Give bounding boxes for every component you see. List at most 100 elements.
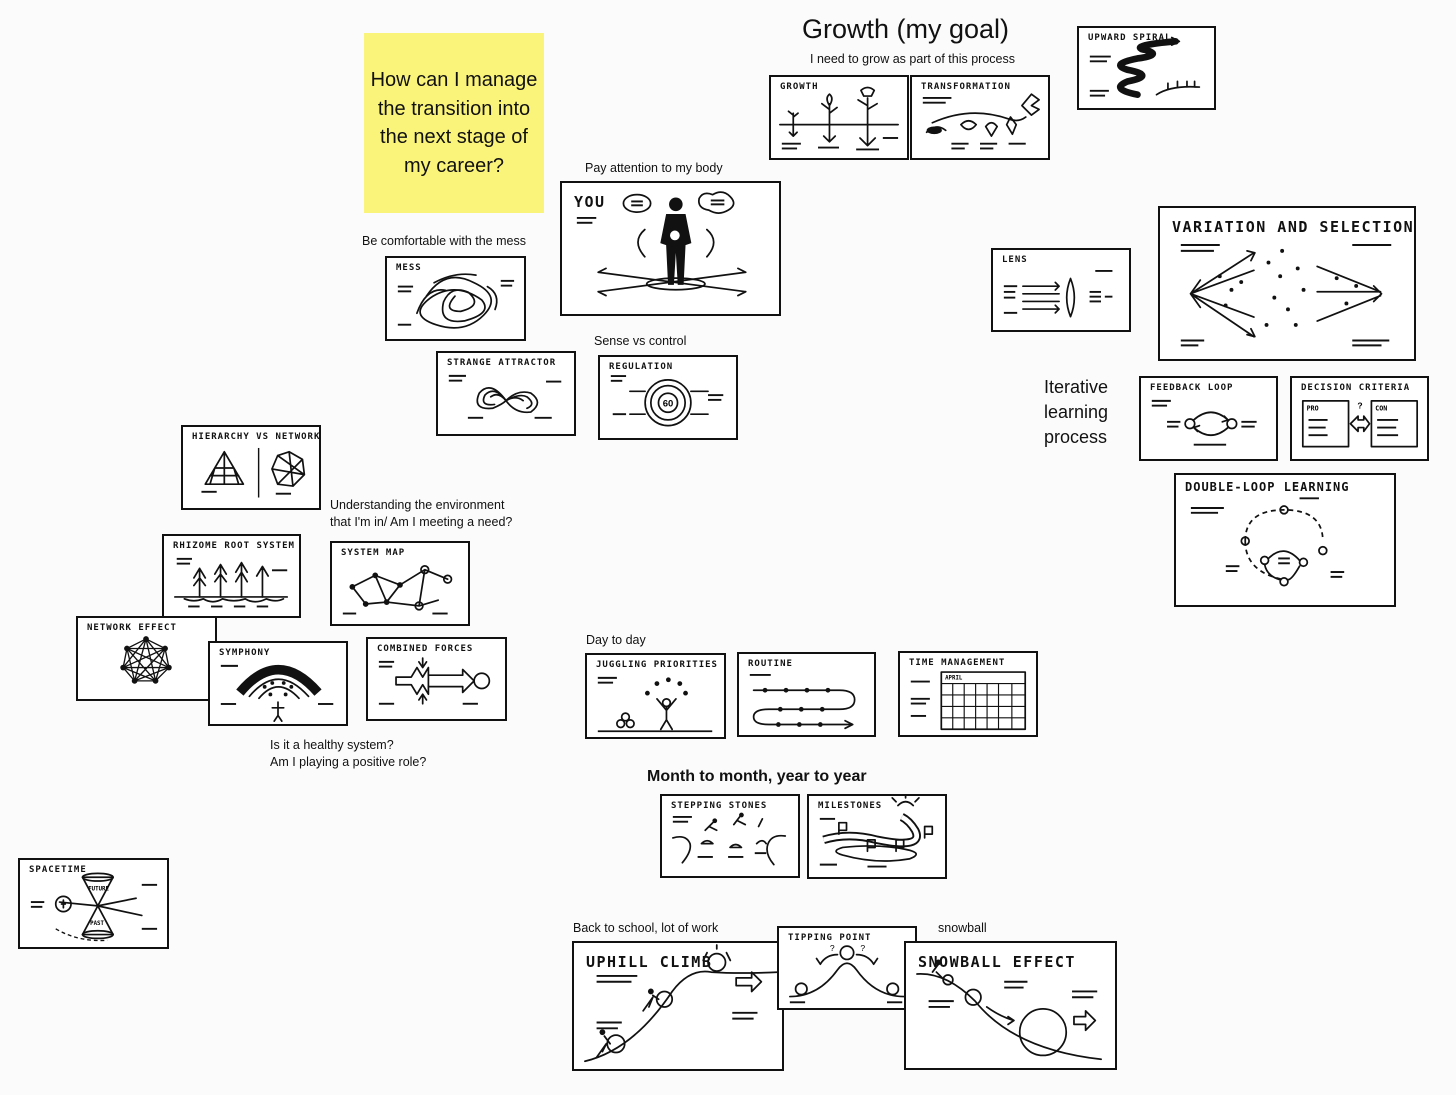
milestones-sketch — [819, 796, 934, 868]
spacetime-sketch: FUTURE PAST — [30, 872, 158, 942]
card-variation[interactable]: VARIATION AND SELECTION — [1158, 206, 1416, 361]
variation-sketch — [1180, 244, 1392, 347]
tipping-point-sketch: ? ? — [789, 943, 905, 1004]
card-feedback-loop[interactable]: FEEDBACK LOOP — [1139, 376, 1278, 461]
you-sketch — [576, 191, 747, 297]
card-milestones[interactable]: MILESTONES — [807, 794, 947, 879]
label-healthy-2: Am I playing a positive role? — [270, 755, 427, 769]
network-effect-sketch — [120, 636, 172, 684]
lens-sketch — [1003, 270, 1113, 318]
time-management-sketch: APRIL — [910, 671, 1027, 731]
card-stepping-stones[interactable]: STEPPING STONES — [660, 794, 800, 878]
card-upward-spiral[interactable]: UPWARD SPIRAL — [1077, 26, 1216, 110]
routine-sketch — [749, 674, 856, 730]
card-title-time-management: TIME MANAGEMENT — [909, 658, 1006, 668]
card-combined-forces[interactable]: COMBINED FORCES — [366, 637, 507, 721]
card-regulation[interactable]: 60 REGULATION — [598, 355, 738, 440]
mess-sketch — [397, 273, 515, 329]
card-title-feedback-loop: FEEDBACK LOOP — [1150, 383, 1234, 393]
hierarchy-sketch — [201, 447, 306, 498]
card-title-tipping-point: TIPPING POINT — [788, 933, 872, 943]
card-title-system-map: SYSTEM MAP — [341, 548, 406, 558]
card-title-regulation: REGULATION — [609, 362, 674, 372]
card-title-uphill: UPHILL CLIMB — [586, 953, 713, 971]
regulation-dial-value: 60 — [663, 399, 674, 410]
svg-text:?: ? — [1357, 400, 1362, 410]
label-environment-1: Understanding the environment — [330, 498, 505, 512]
card-title-growth: GROWTH — [780, 82, 819, 92]
card-symphony[interactable]: SYMPHONY — [208, 641, 348, 726]
card-title-routine: ROUTINE — [748, 659, 793, 669]
regulation-sketch: 60 — [610, 375, 724, 427]
card-title-lens: LENS — [1002, 255, 1028, 265]
label-school: Back to school, lot of work — [573, 921, 719, 935]
svg-text:?: ? — [860, 943, 865, 953]
card-title-hierarchy: HIERARCHY VS NETWORK — [192, 432, 321, 442]
calendar-month: APRIL — [945, 676, 963, 682]
card-snowball-effect[interactable]: SNOWBALL EFFECT — [904, 941, 1117, 1070]
card-juggling[interactable]: JUGGLING PRIORITIES — [585, 653, 726, 739]
card-strange-attractor[interactable]: STRANGE ATTRACTOR — [436, 351, 576, 436]
card-time-management[interactable]: APRIL TIME MANAGEMENT — [898, 651, 1038, 737]
card-spacetime[interactable]: FUTURE PAST SPACETIME — [18, 858, 169, 949]
card-title-double-loop: DOUBLE-LOOP LEARNING — [1185, 480, 1350, 494]
card-system-map[interactable]: SYSTEM MAP — [330, 541, 470, 626]
card-rhizome[interactable]: RHIZOME ROOT SYSTEM — [162, 534, 301, 618]
card-title-strange-attractor: STRANGE ATTRACTOR — [447, 358, 557, 368]
stepping-stones-sketch — [672, 812, 787, 866]
sticky-note-text: How can I manage the transition into the… — [370, 69, 538, 177]
card-title-variation: VARIATION AND SELECTION — [1172, 218, 1415, 236]
card-title-transformation: TRANSFORMATION — [921, 82, 1011, 92]
label-healthy-1: Is it a healthy system? — [270, 738, 394, 752]
card-title-network-effect: NETWORK EFFECT — [87, 623, 177, 633]
strange-attractor-sketch — [448, 374, 562, 419]
label-day: Day to day — [586, 633, 646, 647]
pro-label: PRO — [1307, 404, 1319, 412]
card-uphill-climb[interactable]: UPHILL CLIMB — [572, 941, 784, 1071]
uphill-climb-sketch — [584, 944, 780, 1063]
card-title-juggling: JUGGLING PRIORITIES — [596, 660, 718, 670]
past-label: PAST — [90, 921, 104, 927]
symphony-sketch — [220, 664, 334, 722]
card-routine[interactable]: ROUTINE — [737, 652, 876, 737]
system-map-sketch — [342, 565, 453, 615]
label-body: Pay attention to my body — [585, 161, 723, 175]
con-label: CON — [1375, 404, 1387, 412]
card-title-milestones: MILESTONES — [818, 801, 883, 811]
card-title-mess: MESS — [396, 263, 422, 273]
upward-spiral-sketch — [1089, 36, 1201, 98]
card-transformation[interactable]: TRANSFORMATION — [910, 75, 1050, 160]
snowball-effect-sketch — [916, 959, 1102, 1061]
card-lens[interactable]: LENS — [991, 248, 1131, 332]
feedback-loop-sketch — [1151, 399, 1257, 446]
label-sense: Sense vs control — [594, 334, 687, 348]
card-tipping-point[interactable]: ? ? TIPPING POINT — [777, 926, 917, 1010]
card-title-decision-criteria: DECISION CRITERIA — [1301, 383, 1411, 393]
card-title-upward-spiral: UPWARD SPIRAL — [1088, 33, 1172, 43]
combined-forces-sketch — [378, 657, 491, 705]
card-you[interactable]: YOU — [560, 181, 781, 316]
card-title-symphony: SYMPHONY — [219, 648, 271, 658]
rhizome-sketch — [173, 557, 289, 608]
card-title-rhizome: RHIZOME ROOT SYSTEM — [173, 541, 295, 551]
svg-text:?: ? — [830, 943, 835, 953]
card-double-loop[interactable]: DOUBLE-LOOP LEARNING — [1174, 473, 1396, 607]
card-network-effect[interactable]: NETWORK EFFECT — [76, 616, 217, 701]
card-title-spacetime: SPACETIME — [29, 865, 87, 875]
card-growth[interactable]: GROWTH — [769, 75, 909, 160]
card-decision-criteria[interactable]: ? PRO CON DECISION CRITERIA — [1290, 376, 1429, 461]
sticky-note-question[interactable]: How can I manage the transition into the… — [364, 33, 544, 213]
label-iterative: Iterative learning process — [1044, 377, 1109, 447]
transformation-sketch — [922, 93, 1040, 150]
growth-sketch — [779, 86, 899, 151]
card-title-snowball: SNOWBALL EFFECT — [918, 953, 1076, 971]
growth-subtitle: I need to grow as part of this process — [810, 52, 1015, 66]
card-title-you: YOU — [574, 193, 606, 211]
card-hierarchy[interactable]: HIERARCHY VS NETWORK — [181, 425, 321, 510]
future-label: FUTURE — [88, 887, 109, 893]
card-title-combined-forces: COMBINED FORCES — [377, 644, 474, 654]
card-mess[interactable]: MESS — [385, 256, 526, 341]
growth-title: Growth (my goal) — [802, 14, 1010, 44]
decision-criteria-sketch: ? PRO CON — [1301, 400, 1419, 448]
label-mess: Be comfortable with the mess — [362, 234, 526, 248]
